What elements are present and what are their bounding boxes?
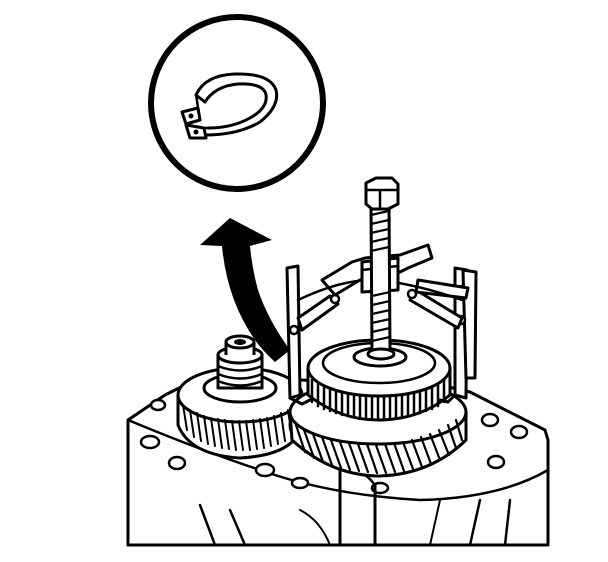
output-gear-straight-teeth xyxy=(310,378,446,421)
countershaft-gear xyxy=(176,334,304,460)
retaining-ring-detail xyxy=(148,14,326,192)
case-bolt-holes xyxy=(139,398,529,495)
removal-direction-arrow xyxy=(200,218,290,362)
snap-ring xyxy=(180,72,279,140)
gear-puller xyxy=(285,176,478,406)
output-gear-helical-teeth xyxy=(294,418,464,475)
output-gear xyxy=(288,338,468,478)
